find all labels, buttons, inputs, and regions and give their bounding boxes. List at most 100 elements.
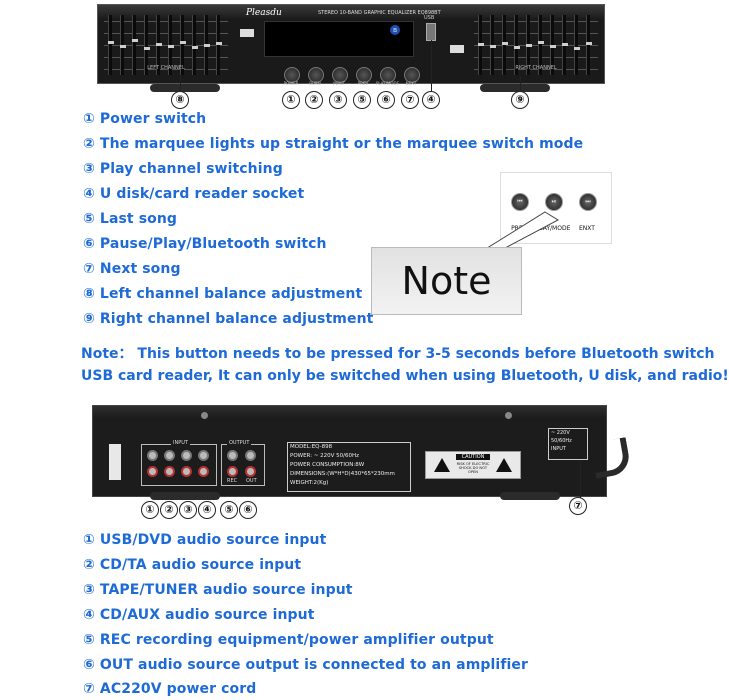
front-left-foot bbox=[150, 84, 220, 92]
rear-callout-5: ⑤ bbox=[220, 501, 238, 519]
note-line-1: Note： This button needs to be pressed fo… bbox=[81, 346, 715, 362]
out-label: OUT bbox=[246, 478, 257, 484]
power-cord[interactable] bbox=[590, 437, 632, 479]
led-display: ʙ bbox=[264, 21, 414, 57]
rear-callout-4: ④ bbox=[198, 501, 216, 519]
input-button-label: INPUT bbox=[333, 81, 345, 86]
cd-ta-jack-left[interactable] bbox=[164, 450, 175, 461]
callout-3: ③ bbox=[329, 91, 347, 109]
note-line-2: USB card reader, It can only be switched… bbox=[81, 368, 729, 384]
model-title: STEREO 10-BAND GRAPHIC EQUALIZER EQ898BT bbox=[318, 10, 441, 16]
rear-list-item-7: ⑦ AC220V power cord bbox=[83, 681, 257, 697]
note-label-box: Note bbox=[371, 247, 522, 315]
front-list-item-2: ② The marquee lights up straight or the … bbox=[83, 136, 584, 152]
rear-top-edge bbox=[93, 406, 606, 418]
rear-callout-1: ① bbox=[141, 501, 159, 519]
spec-model: MODEL:EQ-898 bbox=[290, 444, 333, 450]
brand-logo: Pleasdu bbox=[246, 8, 282, 18]
usb-dvd-jack-right[interactable] bbox=[147, 466, 158, 477]
usb-socket[interactable] bbox=[426, 23, 436, 41]
tape-tuner-jack-left[interactable] bbox=[181, 450, 192, 461]
callout-7: ⑦ bbox=[401, 91, 419, 109]
caution-text: RISK OF ELECTRIC SHOCK DO NOT OPEN bbox=[456, 462, 490, 474]
cd-aux-jack-left[interactable] bbox=[198, 450, 209, 461]
front-list-item-9: ⑨ Right channel balance adjustment bbox=[83, 311, 374, 327]
out-jack-right[interactable] bbox=[245, 466, 256, 477]
front-list-item-4: ④ U disk/card reader socket bbox=[83, 186, 305, 202]
callout-5: ⑤ bbox=[353, 91, 371, 109]
front-list-item-5: ⑤ Last song bbox=[83, 211, 178, 227]
input-title: INPUT bbox=[171, 440, 190, 446]
rear-callout-2: ② bbox=[160, 501, 178, 519]
power-input-box: ~ 220V 50/60Hz INPUT bbox=[548, 428, 588, 460]
next-icon: ⏭ bbox=[579, 193, 597, 211]
callout-4: ④ bbox=[422, 91, 440, 109]
usb-dvd-jack-left[interactable] bbox=[147, 450, 158, 461]
caution-title: CAUTION bbox=[456, 454, 490, 460]
front-list-item-7: ⑦ Next song bbox=[83, 261, 181, 277]
spec-weight: WEIGHT:2(Kg) bbox=[290, 480, 329, 486]
callout-6: ⑥ bbox=[377, 91, 395, 109]
front-center-section: Pleasdu STEREO 10-BAND GRAPHIC EQUALIZER… bbox=[234, 5, 470, 86]
rec-jack-left[interactable] bbox=[227, 450, 238, 461]
right-channel-label: RIGHT CHANNEL bbox=[515, 65, 557, 71]
spec-dimensions: DIMENSIONS:(W*H*D)430*65*230mm bbox=[290, 471, 395, 477]
caution-label: CAUTION RISK OF ELECTRIC SHOCK DO NOT OP… bbox=[425, 451, 521, 479]
serial-sticker bbox=[109, 444, 121, 480]
front-list-item-6: ⑥ Pause/Play/Bluetooth switch bbox=[83, 236, 327, 252]
rear-list-item-2: ② CD/TA audio source input bbox=[83, 557, 302, 573]
rear-left-foot bbox=[150, 492, 220, 500]
front-list-item-3: ③ Play channel switching bbox=[83, 161, 283, 177]
output-title: OUTPUT bbox=[227, 440, 252, 446]
rear-callout-6: ⑥ bbox=[239, 501, 257, 519]
power-button[interactable] bbox=[284, 67, 300, 83]
prev-icon: ⏮ bbox=[511, 193, 529, 211]
power-input-label: INPUT bbox=[551, 446, 566, 452]
prev-button-label: PREV bbox=[357, 81, 369, 86]
next-button[interactable] bbox=[404, 67, 420, 83]
next-closeup-label: ENXT bbox=[579, 225, 595, 232]
front-top-edge bbox=[98, 5, 604, 19]
rear-list-item-3: ③ TAPE/TUNER audio source input bbox=[83, 582, 353, 598]
rear-list-item-4: ④ CD/AUX audio source input bbox=[83, 607, 315, 623]
input-button[interactable] bbox=[332, 67, 348, 83]
tape-tuner-jack-right[interactable] bbox=[181, 466, 192, 477]
burn-button-label: BURN bbox=[309, 81, 321, 86]
play-mode-button-label: PLAY/MODE bbox=[376, 81, 400, 86]
callout-2: ② bbox=[305, 91, 323, 109]
rear-list-item-6: ⑥ OUT audio source output is connected t… bbox=[83, 657, 529, 673]
rear-callout-7: ⑦ bbox=[569, 497, 587, 515]
front-list-item-1: ① Power switch bbox=[83, 111, 207, 127]
front-right-foot bbox=[480, 84, 550, 92]
play-mode-closeup-label: PLAY/MODE bbox=[535, 225, 571, 232]
callout-9: ⑨ bbox=[511, 91, 529, 109]
play-mode-button[interactable] bbox=[380, 67, 396, 83]
out-jack-left[interactable] bbox=[245, 450, 256, 461]
equalizer-rear-panel: INPUT OUTPUT REC OUT MODEL:EQ-898 POWER:… bbox=[92, 405, 607, 497]
callout-8: ⑧ bbox=[171, 91, 189, 109]
spec-power: POWER: ~ 220V 50/60Hz bbox=[290, 453, 360, 459]
equalizer-front-panel: LEFT CHANNEL Pleasdu STEREO 10-BAND GRAP… bbox=[97, 4, 605, 86]
callout-1: ① bbox=[282, 91, 300, 109]
left-channel-sliders[interactable] bbox=[104, 15, 228, 75]
rec-jack-right[interactable] bbox=[227, 466, 238, 477]
right-mode-tag bbox=[450, 45, 464, 53]
cd-aux-jack-right[interactable] bbox=[198, 466, 209, 477]
power-frequency: 50/60Hz bbox=[551, 438, 572, 444]
right-channel-sliders[interactable] bbox=[474, 15, 598, 75]
cd-ta-jack-right[interactable] bbox=[164, 466, 175, 477]
spec-plate: MODEL:EQ-898 POWER: ~ 220V 50/60Hz POWER… bbox=[287, 442, 411, 492]
next-button-label: NEXT bbox=[405, 81, 417, 86]
power-button-label: POWER bbox=[283, 81, 299, 86]
play-pause-icon: ⏯ bbox=[545, 193, 563, 211]
burn-button[interactable] bbox=[308, 67, 324, 83]
left-mode-tag bbox=[240, 29, 254, 37]
rear-right-foot bbox=[500, 492, 560, 500]
rear-list-item-5: ⑤ REC recording equipment/power amplifie… bbox=[83, 632, 494, 648]
rear-list-item-1: ① USB/DVD audio source input bbox=[83, 532, 327, 548]
warning-triangle-icon bbox=[496, 458, 512, 472]
warning-triangle-icon bbox=[434, 458, 450, 472]
rec-label: REC bbox=[227, 478, 238, 484]
prev-button[interactable] bbox=[356, 67, 372, 83]
left-channel-label: LEFT CHANNEL bbox=[147, 65, 185, 71]
